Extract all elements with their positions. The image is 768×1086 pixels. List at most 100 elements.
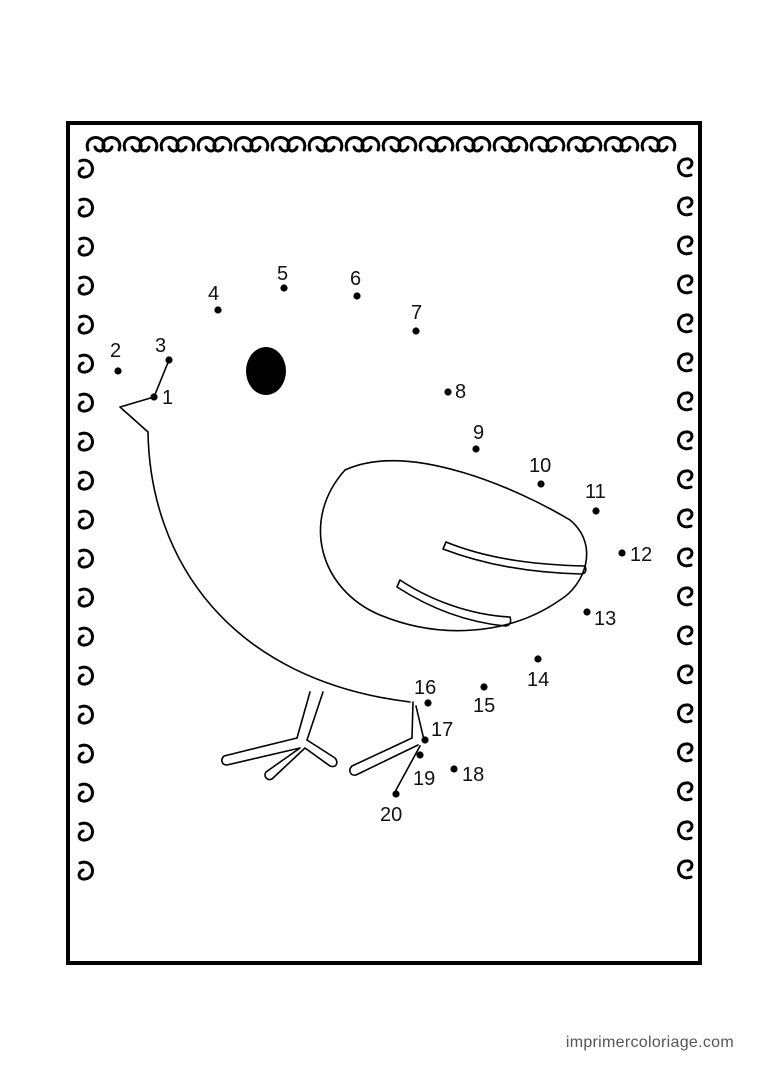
dot-number-9: 9 (473, 422, 484, 444)
curl-ornament (270, 136, 291, 153)
left-leg (296, 691, 324, 741)
curl-ornament (77, 743, 94, 764)
curl-ornament (77, 470, 94, 491)
dot-8 (444, 388, 452, 396)
dot-number-18: 18 (462, 764, 484, 786)
curl-ornament (77, 197, 94, 218)
dot-number-16: 16 (414, 677, 436, 699)
dot-2 (114, 367, 122, 375)
dot-12 (618, 549, 626, 557)
dot-number-14: 14 (527, 669, 549, 691)
curl-ornament (77, 353, 94, 374)
dot-20 (392, 790, 400, 798)
curl-ornament (77, 509, 94, 530)
dot-9 (472, 445, 480, 453)
dot-7 (412, 327, 420, 335)
dot-10 (537, 480, 545, 488)
dot-5 (280, 284, 288, 292)
curl-ornament (286, 136, 307, 153)
curl-ornament (677, 859, 694, 880)
dot-number-8: 8 (455, 381, 466, 403)
dot-number-4: 4 (208, 283, 219, 305)
curl-ornament (677, 703, 694, 724)
curl-ornament (77, 314, 94, 335)
curl-ornament (344, 136, 365, 153)
curl-ornament (159, 136, 180, 153)
dot-number-13: 13 (594, 608, 616, 630)
curl-ornament (381, 136, 402, 153)
right-toe (395, 745, 421, 791)
curl-ornament (677, 781, 694, 802)
dot-16 (424, 699, 432, 707)
curl-ornament (492, 136, 513, 153)
website-credit: imprimercoloriage.com (565, 1034, 734, 1051)
dot-1 (150, 393, 158, 401)
curl-ornament (677, 157, 694, 178)
curl-ornament (196, 136, 217, 153)
dot-number-7: 7 (411, 302, 422, 324)
curl-ornament (85, 136, 106, 153)
curl-ornament (677, 586, 694, 607)
curl-ornament (455, 136, 476, 153)
curl-ornament (677, 469, 694, 490)
curl-ornament (619, 136, 640, 153)
curl-ornament (677, 547, 694, 568)
curl-ornament (677, 742, 694, 763)
curl-ornament (233, 136, 254, 153)
wing-feather-2 (396, 579, 512, 627)
curl-ornament (471, 136, 492, 153)
curl-ornament (677, 196, 694, 217)
curl-ornament (175, 136, 196, 153)
curl-ornament (566, 136, 587, 153)
curl-ornament (677, 352, 694, 373)
curl-ornament (508, 136, 529, 153)
dot-number-11: 11 (585, 481, 606, 503)
curl-ornament (307, 136, 328, 153)
right-leg (411, 701, 425, 741)
curl-ornament (418, 136, 439, 153)
curl-ornament (677, 235, 694, 256)
curl-ornament (323, 136, 344, 153)
dot-number-1: 1 (162, 387, 173, 409)
curl-ornament (77, 431, 94, 452)
curl-ornament (77, 860, 94, 881)
chick-drawing (119, 359, 588, 791)
dot-number-10: 10 (529, 455, 551, 477)
curl-ornament (101, 136, 122, 153)
dot-number-5: 5 (277, 263, 288, 285)
curl-ornament (582, 136, 603, 153)
dot-11 (592, 507, 600, 515)
curl-ornament (656, 136, 677, 153)
dot-number-12: 12 (630, 544, 652, 566)
dot-19 (416, 751, 424, 759)
curl-ornament (249, 136, 270, 153)
dot-3 (165, 356, 173, 364)
curl-ornament (677, 664, 694, 685)
beak (119, 396, 155, 433)
curl-ornament (122, 136, 143, 153)
head-stroke (153, 359, 170, 398)
right-foot (349, 737, 419, 776)
curl-ornament (677, 430, 694, 451)
curl-ornament (77, 665, 94, 686)
curl-ornament (77, 821, 94, 842)
dot-number-19: 19 (413, 768, 435, 790)
curl-ornament (677, 391, 694, 412)
curl-ornament (677, 625, 694, 646)
dot-15 (480, 683, 488, 691)
curl-ornament (677, 274, 694, 295)
curl-ornament (545, 136, 566, 153)
dot-number-3: 3 (155, 335, 166, 357)
chick-eye (246, 347, 286, 395)
dot-17 (421, 736, 429, 744)
decorative-curl-border (77, 136, 694, 881)
dot-18 (450, 765, 458, 773)
wing-feather-1 (442, 541, 587, 575)
dot-14 (534, 655, 542, 663)
curl-ornament (397, 136, 418, 153)
curl-ornament (77, 236, 94, 257)
dot-number-2: 2 (110, 340, 121, 362)
curl-ornament (677, 313, 694, 334)
curl-ornament (360, 136, 381, 153)
